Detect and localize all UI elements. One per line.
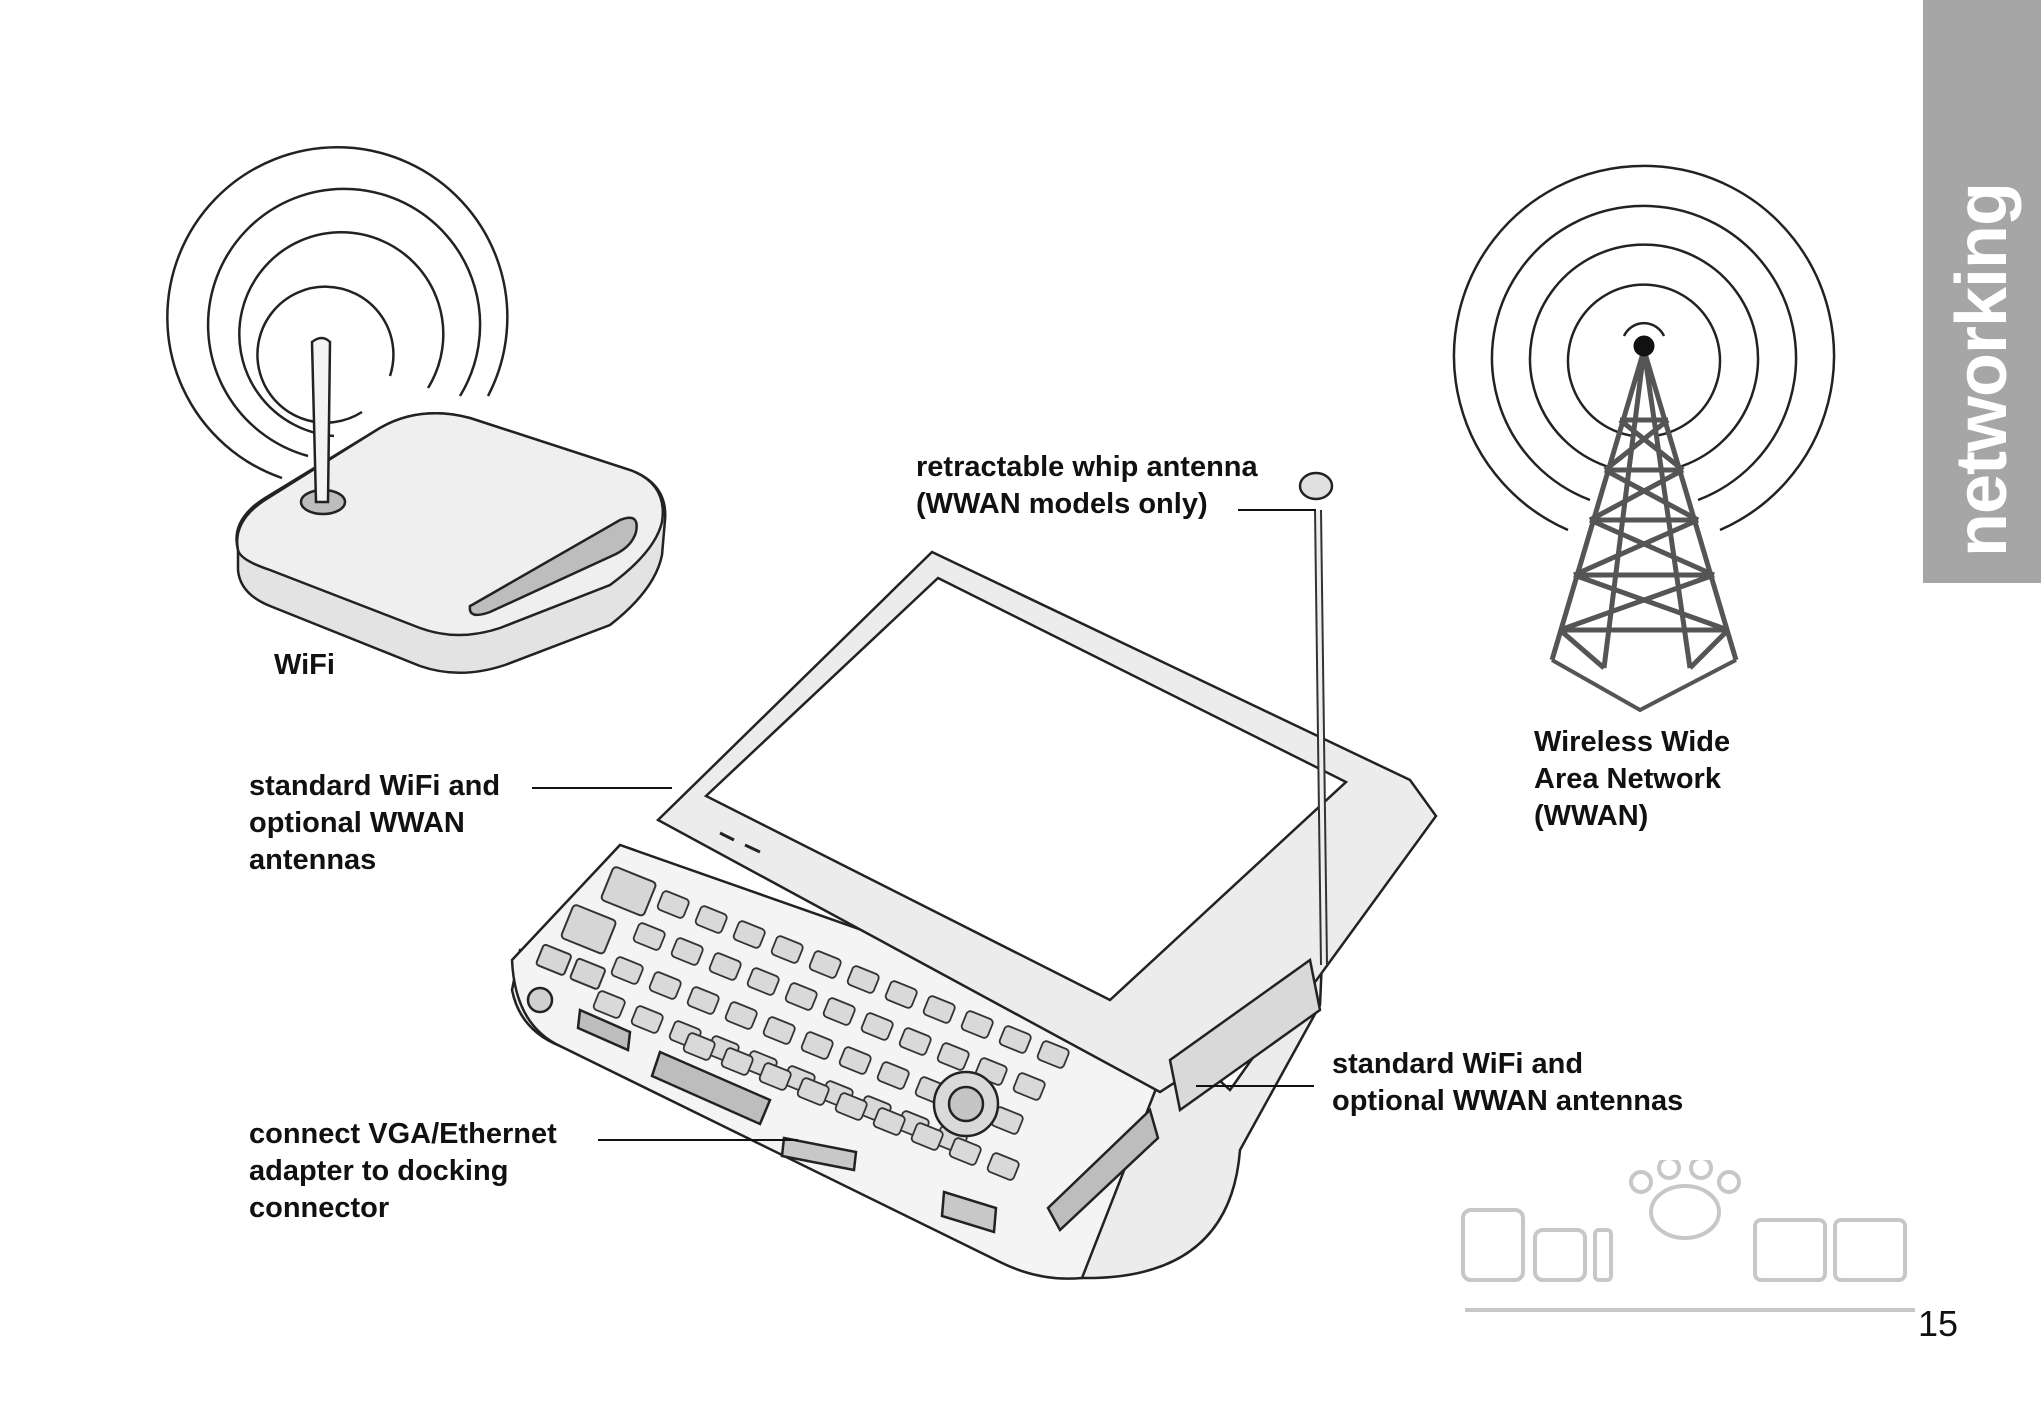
keyboard-key — [922, 995, 956, 1024]
keyboard-key — [708, 952, 742, 981]
watermark-logo — [1461, 1160, 1915, 1312]
keyboard-key — [670, 937, 704, 966]
wwan-label: Wireless Wide Area Network (WWAN) — [1534, 726, 1731, 832]
keyboard-key — [960, 1010, 994, 1039]
section-tab-title: networking — [1942, 182, 2022, 558]
wifi-router-icon — [235, 336, 667, 674]
keyboard-key — [1036, 1040, 1070, 1069]
keyboard-key — [630, 1005, 664, 1034]
keyboard-key — [632, 922, 666, 951]
keyboard-key — [860, 1012, 894, 1041]
keyboard-key — [834, 1092, 868, 1121]
keyboard-key — [724, 1001, 758, 1030]
keyboard-key — [592, 990, 626, 1019]
keyboard-key — [936, 1042, 970, 1071]
keyboard-key — [872, 1107, 906, 1136]
keyboard-key — [846, 965, 880, 994]
wifi-signal-rings — [166, 146, 509, 480]
keyboard-key — [796, 1077, 830, 1106]
keyboard-key — [762, 1016, 796, 1045]
whip-antenna-label: retractable whip antenna (WWAN models on… — [916, 451, 1258, 520]
keyboard-key — [898, 1027, 932, 1056]
keyboard-key — [910, 1122, 944, 1151]
keyboard-key — [822, 997, 856, 1026]
keyboard-key — [686, 986, 720, 1015]
keyboard-key — [948, 1137, 982, 1166]
keyboard-key — [648, 971, 682, 1000]
keyboard-key — [800, 1031, 834, 1060]
keyboard-key — [784, 982, 818, 1011]
umpc-device-icon — [510, 471, 1438, 1280]
keyboard-key — [758, 1062, 792, 1091]
keyboard-key — [746, 967, 780, 996]
keyboard-key — [732, 920, 766, 949]
keyboard-key — [656, 890, 690, 919]
antennas-left-label: standard WiFi and optional WWAN antennas — [249, 770, 501, 876]
antennas-right-label: standard WiFi and optional WWAN antennas — [1332, 1048, 1684, 1117]
keyboard-key — [610, 956, 644, 985]
keyboard-key — [720, 1047, 754, 1076]
keyboard-key — [770, 935, 804, 964]
keyboard-key — [1012, 1072, 1046, 1101]
keyboard-key — [884, 980, 918, 1009]
keyboard-key — [694, 905, 728, 934]
vga-connector-label: connect VGA/Ethernet adapter to docking … — [249, 1118, 557, 1224]
keyboard-key — [682, 1032, 716, 1061]
wifi-label: WiFi — [274, 649, 335, 681]
tower-signal-rings — [1452, 164, 1836, 532]
section-tab: networking — [1923, 0, 2041, 583]
keyboard-key — [986, 1152, 1020, 1181]
keyboard-key — [808, 950, 842, 979]
page-number: 15 — [1918, 1303, 1959, 1344]
cell-tower-icon — [1549, 335, 1739, 713]
keyboard-key — [838, 1046, 872, 1075]
keyboard-key — [876, 1061, 910, 1090]
keyboard-key — [998, 1025, 1032, 1054]
leader-lines — [532, 509, 1316, 1141]
